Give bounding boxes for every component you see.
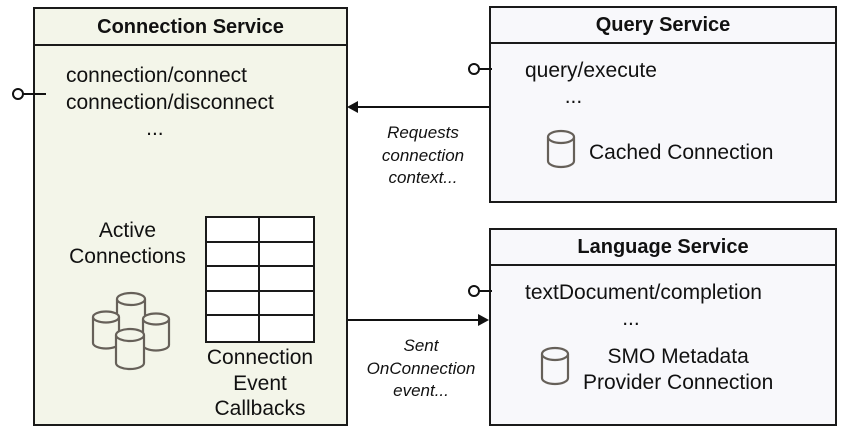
component-language-service[interactable]: Language Service textDocument/completion… xyxy=(489,228,837,426)
active-connections-line1: Active xyxy=(98,219,157,242)
database-cylinder-icon xyxy=(545,127,577,178)
connector-line xyxy=(348,319,479,321)
callbacks-line1: Connection xyxy=(206,346,314,369)
multiple-database-cylinders-icon xyxy=(87,283,187,378)
table-grid-icon xyxy=(205,216,315,343)
lollipop-stem xyxy=(479,68,492,70)
query-service-body: query/execute ... Cached Connection xyxy=(491,44,835,201)
grid-cell xyxy=(260,243,313,268)
connection-service-body: connection/connect connection/disconnect… xyxy=(35,46,346,424)
lollipop-stem xyxy=(23,93,46,95)
grid-cell xyxy=(260,292,313,317)
smo-metadata-provider-resource: SMO Metadata Provider Connection xyxy=(539,344,773,395)
arrowhead-right-icon xyxy=(478,314,489,326)
connection-service-title: Connection Service xyxy=(35,9,346,46)
grid-cell xyxy=(207,316,260,341)
requests-label-line3: context... xyxy=(388,168,458,188)
query-service-interface-ellipsis: ... xyxy=(564,84,583,108)
requests-label-line1: Requests xyxy=(387,123,459,142)
connection-service-provided-interface-lollipop[interactable] xyxy=(12,88,46,104)
query-service-interface-list: query/execute ... xyxy=(525,58,657,108)
query-service-provided-interface-lollipop[interactable] xyxy=(468,63,492,79)
active-connections-line2: Connections xyxy=(69,244,186,268)
language-service-interface-list: textDocument/completion ... xyxy=(525,280,762,330)
language-service-title: Language Service xyxy=(491,230,835,266)
callbacks-line2: Event xyxy=(233,371,287,395)
interface-connection-disconnect: connection/disconnect xyxy=(66,90,274,114)
smo-label-line2: Provider Connection xyxy=(583,370,774,394)
grid-cell xyxy=(260,218,313,243)
arrowhead-left-icon xyxy=(347,101,358,113)
connector-line xyxy=(357,106,489,108)
component-connection-service[interactable]: Connection Service connection/connect co… xyxy=(33,7,348,426)
connection-service-interface-list: connection/connect connection/disconnect… xyxy=(66,63,274,140)
component-query-service[interactable]: Query Service query/execute ... Cached C… xyxy=(489,6,837,203)
grid-cell xyxy=(207,267,260,292)
grid-cell xyxy=(207,291,260,317)
smo-metadata-provider-label: SMO Metadata Provider Connection xyxy=(583,344,773,395)
requests-label-line2: connection xyxy=(381,145,465,165)
language-service-provided-interface-lollipop[interactable] xyxy=(468,285,492,301)
query-service-title: Query Service xyxy=(491,8,835,44)
events-label-line3: event... xyxy=(393,381,449,401)
connector-requests-label: Requests connection context... xyxy=(363,122,483,190)
interface-textdocument-completion: textDocument/completion xyxy=(525,281,762,304)
grid-cell xyxy=(207,242,260,268)
grid-cell xyxy=(260,316,313,341)
lollipop-stem xyxy=(479,290,492,292)
grid-cell xyxy=(260,267,313,292)
callbacks-line3: Callbacks xyxy=(214,397,306,421)
language-service-body: textDocument/completion ... SMO Metadata… xyxy=(491,266,835,424)
language-service-interface-ellipsis: ... xyxy=(622,306,640,330)
interface-query-execute: query/execute xyxy=(525,59,657,82)
cached-connection-resource: Cached Connection xyxy=(545,127,773,178)
cached-connection-label: Cached Connection xyxy=(589,140,774,164)
database-cylinder-icon xyxy=(539,344,571,395)
connection-service-interface-ellipsis: ... xyxy=(146,116,164,140)
grid-cell xyxy=(207,218,260,243)
events-label-line2: OnConnection xyxy=(366,358,476,378)
active-connections-label: Active Connections xyxy=(45,218,210,269)
interface-connection-connect: connection/connect xyxy=(66,64,247,87)
events-label-line1: Sent xyxy=(403,336,439,355)
connection-event-callbacks-label: Connection Event Callbacks xyxy=(185,345,335,422)
connector-events-label: Sent OnConnection event... xyxy=(358,335,484,403)
smo-label-line1: SMO Metadata xyxy=(607,345,749,368)
